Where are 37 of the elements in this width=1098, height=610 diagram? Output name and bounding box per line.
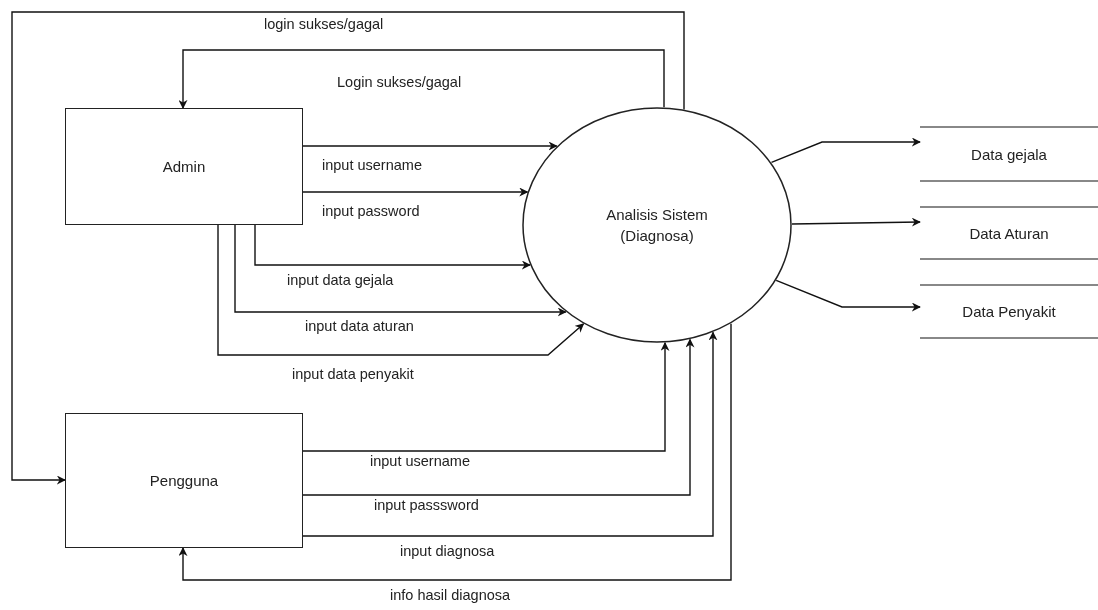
edge-label: input diagnosa — [398, 543, 497, 559]
arrow — [302, 141, 558, 151]
arrow — [775, 279, 921, 312]
edge-label: input passsword — [372, 497, 481, 513]
arrow — [234, 224, 567, 317]
arrow — [11, 11, 685, 485]
edge-label: input password — [320, 203, 422, 219]
data-store — [920, 126, 1098, 182]
node-label: Pengguna — [149, 471, 219, 491]
edge-label: input username — [320, 157, 424, 173]
arrow — [302, 341, 670, 452]
data-store — [920, 206, 1098, 260]
edge-label: info hasil diagnosa — [388, 587, 513, 603]
arrow — [217, 224, 585, 356]
arrow — [254, 224, 531, 270]
arrow — [178, 323, 732, 581]
node-label: Data gejala — [971, 144, 1047, 165]
edge-label: input username — [368, 453, 472, 469]
edge-label: Login sukses/gagal — [335, 74, 464, 90]
node-label: Data Aturan — [969, 223, 1049, 244]
edge-label: input data penyakit — [290, 366, 416, 382]
arrow — [302, 187, 529, 197]
arrow — [302, 331, 718, 537]
entity-box — [65, 108, 303, 225]
node-label: Data Penyakit — [962, 302, 1056, 322]
data-store — [920, 284, 1098, 339]
node-label: Admin — [162, 157, 206, 177]
process-ellipse — [522, 107, 792, 343]
edge-label: login sukses/gagal — [262, 16, 386, 32]
edge-label: input data gejala — [285, 272, 396, 288]
entity-box — [65, 413, 303, 548]
arrow — [791, 217, 921, 227]
node-label: Analisis Sistem (Diagnosa) — [605, 205, 709, 246]
arrow — [178, 49, 665, 109]
arrow — [302, 338, 695, 496]
arrow — [770, 137, 921, 164]
edge-label: input data aturan — [303, 318, 416, 334]
